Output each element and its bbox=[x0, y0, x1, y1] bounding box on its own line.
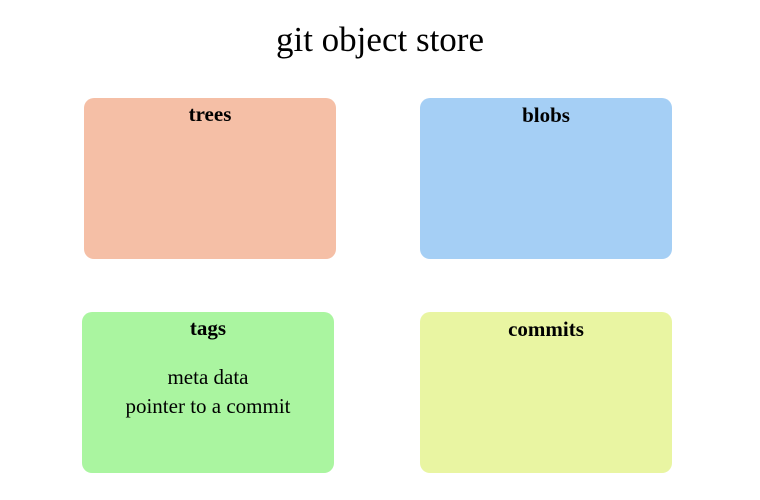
tags-box-title: tags bbox=[189, 316, 227, 340]
blobs-box-title: blobs bbox=[522, 103, 570, 127]
tags-box-description: meta data pointer to a commit bbox=[82, 363, 334, 421]
tags-box-line-pointer: pointer to a commit bbox=[125, 394, 291, 418]
tags-box-line-meta-data: meta data bbox=[167, 365, 249, 389]
trees-box: trees bbox=[84, 98, 336, 259]
blobs-box: blobs bbox=[420, 98, 672, 259]
commits-box-title: commits bbox=[508, 317, 584, 341]
trees-box-title: trees bbox=[188, 102, 232, 126]
commits-box: commits bbox=[420, 312, 672, 473]
tags-box: tags meta data pointer to a commit bbox=[82, 312, 334, 473]
diagram-title: git object store bbox=[275, 20, 484, 59]
